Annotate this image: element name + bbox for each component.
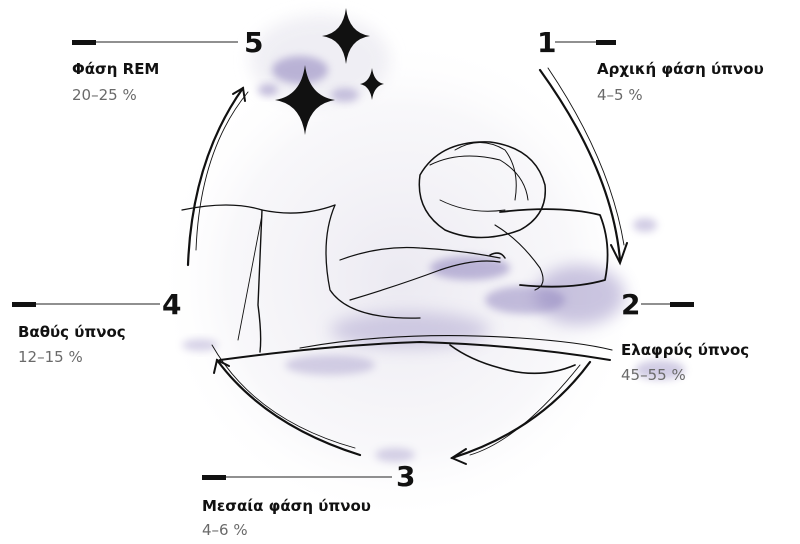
stage-5-number: 5	[244, 29, 263, 57]
stage-1-number: 1	[537, 29, 556, 57]
stage-4-number: 4	[162, 291, 181, 319]
stage-5-percent: 20–25 %	[72, 86, 137, 104]
stage-4-percent: 12–15 %	[18, 348, 83, 366]
stage-2-tick	[670, 302, 694, 307]
stage-4-name: Βαθύς ύπνος	[18, 323, 126, 341]
stage-3-percent: 4–6 %	[202, 521, 248, 539]
stage-1-percent: 4–5 %	[597, 86, 643, 104]
stage-2-percent: 45–55 %	[621, 366, 686, 384]
stage-3-number: 3	[396, 463, 415, 491]
stage-5-name: Φάση REM	[72, 60, 159, 78]
stage-3-name: Μεσαία φάση ύπνου	[202, 497, 371, 515]
stage-5-tick	[72, 40, 96, 45]
stage-1-name: Αρχική φάση ύπνου	[597, 60, 764, 78]
stage-1-tick	[596, 40, 616, 45]
stage-4-tick	[12, 302, 36, 307]
stage-2-name: Ελαφρύς ύπνος	[621, 341, 749, 359]
stage-2-number: 2	[621, 291, 640, 319]
stage-3-tick	[202, 475, 226, 480]
